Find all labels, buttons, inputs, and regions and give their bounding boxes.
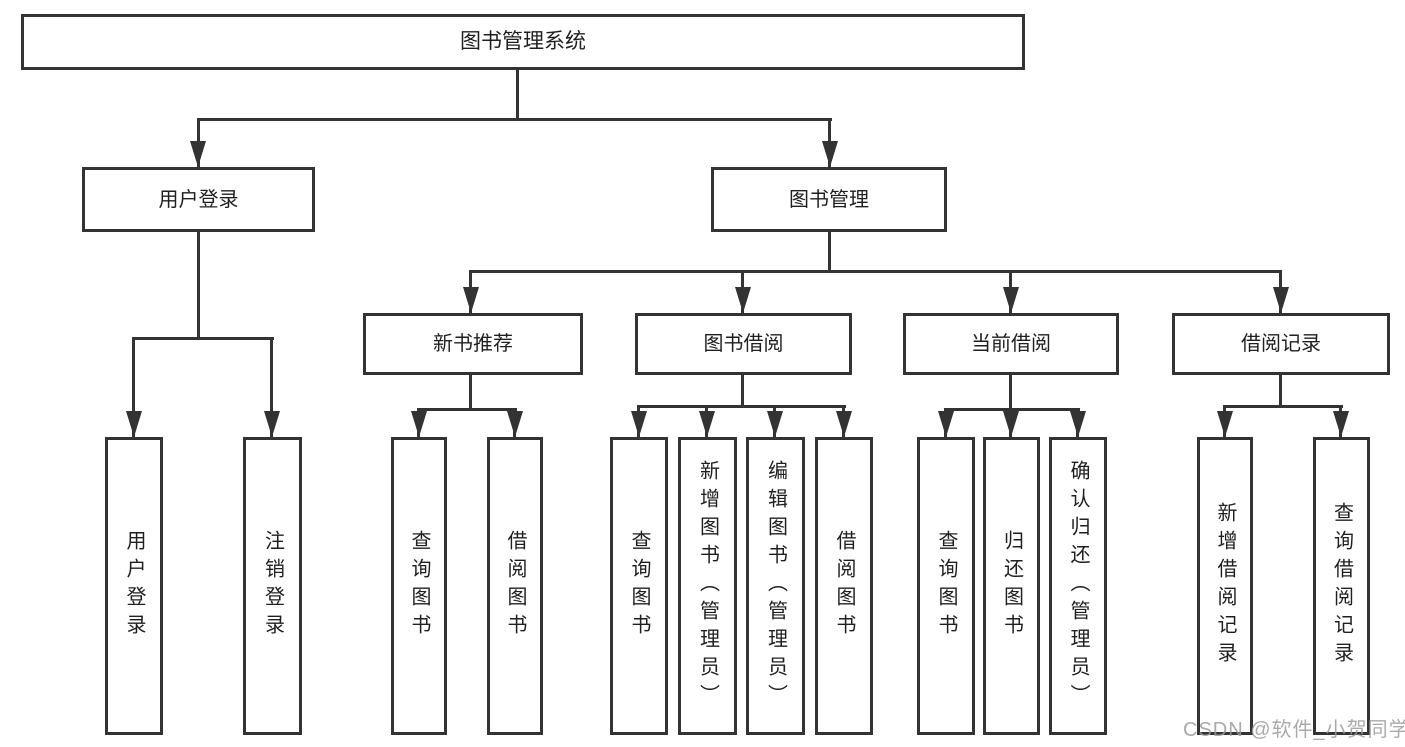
connector-line (417, 408, 517, 411)
arrow-down-icon (938, 411, 954, 437)
connector-line (197, 118, 832, 121)
leaf-add-borrow-record: 新增借阅记录 (1197, 437, 1253, 735)
node-user-login: 用户登录 (82, 167, 315, 232)
connector-line (132, 337, 135, 437)
node-library-management-system: 图书管理系统 (21, 14, 1025, 70)
leaf-add-book-admin: 新增图书（管理员） (678, 437, 737, 735)
leaf-query-books-current: 查询图书 (917, 437, 975, 735)
leaf-query-borrow-record: 查询借阅记录 (1313, 437, 1370, 735)
arrow-down-icon (190, 141, 206, 167)
connector-line (1009, 375, 1012, 408)
node-book-borrow: 图书借阅 (635, 313, 852, 375)
leaf-borrow-books: 借阅图书 (815, 437, 873, 735)
arrow-down-icon (463, 287, 479, 313)
leaf-query-books-borrow: 查询图书 (610, 437, 668, 735)
arrow-down-icon (1003, 411, 1019, 437)
arrow-down-icon (735, 287, 751, 313)
connector-line (469, 270, 1282, 273)
leaf-borrow-books-recommend: 借阅图书 (487, 437, 543, 735)
arrow-down-icon (1070, 411, 1086, 437)
arrow-down-icon (411, 411, 427, 437)
arrow-down-icon (836, 411, 852, 437)
node-borrow-records: 借阅记录 (1172, 313, 1390, 375)
arrow-down-icon (507, 411, 523, 437)
connector-line (944, 408, 1080, 411)
arrow-down-icon (126, 411, 142, 437)
node-current-borrow: 当前借阅 (903, 313, 1119, 375)
arrow-down-icon (1003, 287, 1019, 313)
arrow-down-icon (1273, 287, 1289, 313)
leaf-return-book: 归还图书 (983, 437, 1040, 735)
arrow-down-icon (1333, 411, 1349, 437)
arrow-down-icon (1217, 411, 1233, 437)
connector-line (828, 232, 831, 270)
connector-line (469, 375, 472, 408)
connector-line (1279, 375, 1282, 405)
arrow-down-icon (631, 411, 647, 437)
connector-line (637, 405, 846, 408)
watermark: CSDN @软件_小贺同学 (1183, 719, 1405, 741)
connector-line (1223, 405, 1343, 408)
leaf-logout-login: 注销登录 (243, 437, 302, 735)
leaf-query-books-recommend: 查询图书 (391, 437, 447, 735)
connector-line (132, 337, 274, 340)
leaf-user-login: 用户登录 (105, 437, 163, 735)
leaf-edit-book-admin: 编辑图书（管理员） (746, 437, 805, 735)
node-new-book-recommend: 新书推荐 (363, 313, 583, 375)
arrow-down-icon (699, 411, 715, 437)
arrow-down-icon (767, 411, 783, 437)
connector-line (197, 232, 200, 337)
connector-line (516, 70, 519, 118)
leaf-confirm-return-admin: 确认归还（管理员） (1049, 437, 1107, 735)
connector-line (741, 375, 744, 405)
node-book-management: 图书管理 (711, 167, 947, 232)
arrow-down-icon (822, 141, 838, 167)
connector-line (270, 337, 273, 437)
arrow-down-icon (264, 411, 280, 437)
